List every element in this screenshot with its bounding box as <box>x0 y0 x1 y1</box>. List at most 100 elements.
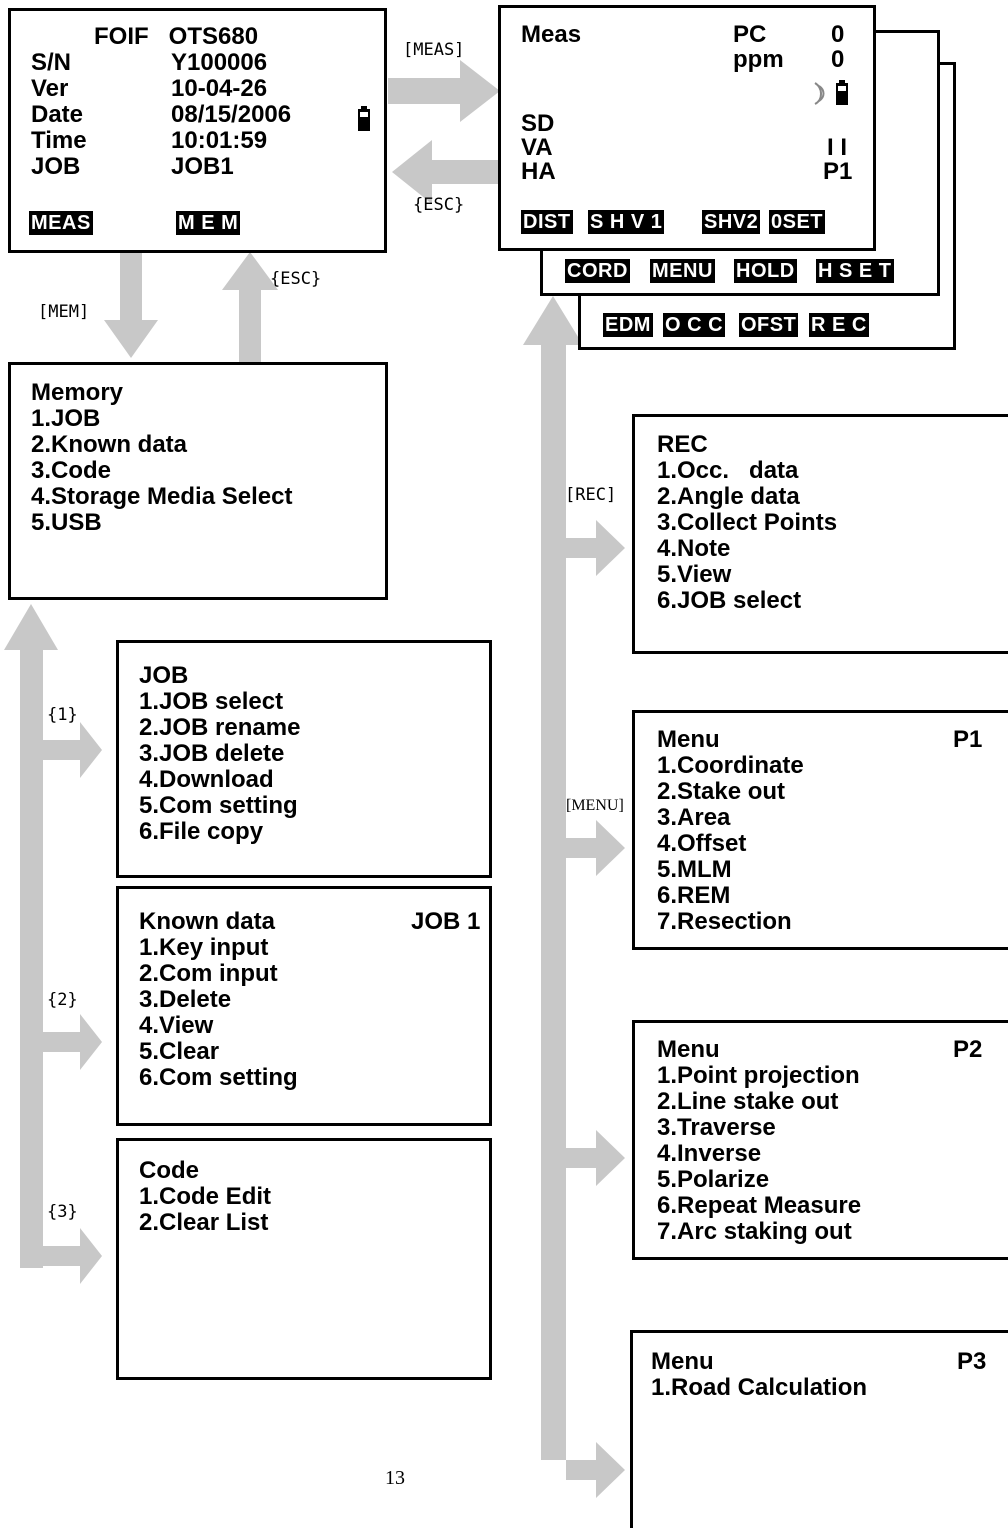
code-item-clear-list[interactable]: 2.Clear List <box>139 1209 269 1236</box>
sd-label: SD <box>521 110 555 137</box>
page-number: 13 <box>385 1467 405 1489</box>
arrow-left-vertical <box>4 604 58 1268</box>
menu-item-resection[interactable]: 7.Resection <box>657 908 792 935</box>
menu-item-line-stake-out[interactable]: 2.Line stake out <box>657 1088 839 1115</box>
arrow-branch-menu3 <box>566 1442 625 1498</box>
memory-item-known-data[interactable]: 2.Known data <box>31 431 188 458</box>
meas-page-indicator: P1 <box>823 158 853 185</box>
menu-item-rem[interactable]: 6.REM <box>657 882 731 909</box>
hset-key[interactable]: H S E T <box>816 259 894 283</box>
occ-key[interactable]: O C C <box>663 313 726 337</box>
meas-screen: Meas PC 0 ppm 0 SD VA I I HA P1 DIST S H… <box>498 5 876 251</box>
arrow-branch-3 <box>43 1228 102 1284</box>
memory-item-job[interactable]: 1.JOB <box>31 405 101 432</box>
menu-item-traverse[interactable]: 3.Traverse <box>657 1114 776 1141</box>
va-label: VA <box>521 134 553 161</box>
label-meas: [MEAS] <box>403 40 465 60</box>
known-item-delete[interactable]: 3.Delete <box>139 986 232 1013</box>
label-2: {2} <box>47 990 78 1010</box>
job-screen: JOB 1.JOB select 2.JOB rename 3.JOB dele… <box>116 640 492 878</box>
job-item-delete[interactable]: 3.JOB delete <box>139 740 285 767</box>
menu-item-offset[interactable]: 4.Offset <box>657 830 747 857</box>
memory-item-storage[interactable]: 4.Storage Media Select <box>31 483 293 510</box>
arrow-branch-menu2 <box>566 1130 625 1186</box>
known-item-clear[interactable]: 5.Clear <box>139 1038 220 1065</box>
job-item-rename[interactable]: 2.JOB rename <box>139 714 301 741</box>
menu-p1-title: Menu <box>657 726 720 753</box>
shv1-key[interactable]: S H V 1 <box>588 210 665 234</box>
label-esc-up: {ESC} <box>270 269 322 289</box>
memory-item-code[interactable]: 3.Code <box>31 457 112 484</box>
known-item-com-input[interactable]: 2.Com input <box>139 960 278 987</box>
menu-p3-page: P3 <box>957 1348 987 1375</box>
label-rec: [REC] <box>565 485 617 505</box>
job-item-download[interactable]: 4.Download <box>139 766 274 793</box>
arrow-branch-2 <box>43 1014 102 1070</box>
menu-item-inverse[interactable]: 4.Inverse <box>657 1140 762 1167</box>
rec-key[interactable]: R E C <box>809 313 869 337</box>
label-mem: [MEM] <box>38 302 90 322</box>
menu-item-road-calculation[interactable]: 1.Road Calculation <box>651 1374 868 1401</box>
memory-item-usb[interactable]: 5.USB <box>31 509 102 536</box>
menu-item-polarize[interactable]: 5.Polarize <box>657 1166 770 1193</box>
hold-key[interactable]: HOLD <box>734 259 797 283</box>
arrow-right-vertical <box>523 296 583 1460</box>
menu-key[interactable]: MENU <box>650 259 715 283</box>
dist-key[interactable]: DIST <box>521 210 573 234</box>
start-job-key: JOB <box>31 153 81 180</box>
rec-item-job-select[interactable]: 6.JOB select <box>657 587 802 614</box>
arrow-branch-rec <box>566 520 625 576</box>
menu-item-point-projection[interactable]: 1.Point projection <box>657 1062 860 1089</box>
start-screen: FOIF OTS680 S/N Y100006 Ver 10-04-26 Dat… <box>8 8 387 253</box>
mem-key[interactable]: M E M <box>176 211 241 235</box>
pc-label: PC <box>733 21 767 48</box>
signal-icon <box>814 80 848 105</box>
job-item-com-setting[interactable]: 5.Com setting <box>139 792 298 819</box>
cord-key[interactable]: CORD <box>565 259 630 283</box>
known-item-key-input[interactable]: 1.Key input <box>139 934 269 961</box>
menu-item-arc-staking-out[interactable]: 7.Arc staking out <box>657 1218 852 1245</box>
code-title: Code <box>139 1157 199 1184</box>
code-screen: Code 1.Code Edit 2.Clear List <box>116 1138 492 1380</box>
job-item-select[interactable]: 1.JOB select <box>139 688 284 715</box>
job-item-file-copy[interactable]: 6.File copy <box>139 818 264 845</box>
rec-item-note[interactable]: 4.Note <box>657 535 731 562</box>
shv2-key[interactable]: SHV2 <box>702 210 761 234</box>
known-item-view[interactable]: 4.View <box>139 1012 214 1039</box>
arrow-meas <box>388 60 500 122</box>
rec-title: REC <box>657 431 708 458</box>
arrow-mem-down <box>104 253 158 358</box>
rec-item-view[interactable]: 5.View <box>657 561 732 588</box>
menu-p1-page: P1 <box>953 726 983 753</box>
start-title: FOIF OTS680 <box>94 23 259 50</box>
arrow-esc-up <box>222 252 278 362</box>
label-menu: [MENU] <box>566 797 624 814</box>
menu-item-area[interactable]: 3.Area <box>657 804 731 831</box>
label-3: {3} <box>47 1202 78 1222</box>
code-item-edit[interactable]: 1.Code Edit <box>139 1183 272 1210</box>
known-item-com-setting[interactable]: 6.Com setting <box>139 1064 298 1091</box>
0set-key[interactable]: 0SET <box>769 210 826 234</box>
ppm-label: ppm <box>733 46 784 73</box>
start-sn-value: Y100006 <box>171 49 268 76</box>
arrow-branch-1 <box>43 722 102 778</box>
edm-key[interactable]: EDM <box>603 313 653 337</box>
arrow-esc-top <box>392 140 500 204</box>
start-time-value: 10:01:59 <box>171 127 268 154</box>
va-value: I I <box>827 134 848 161</box>
rec-item-angle-data[interactable]: 2.Angle data <box>657 483 800 510</box>
ofst-key[interactable]: OFST <box>739 313 799 337</box>
pc-value: 0 <box>831 21 845 48</box>
rec-item-collect-points[interactable]: 3.Collect Points <box>657 509 838 536</box>
menu-item-stake-out[interactable]: 2.Stake out <box>657 778 786 805</box>
label-1: {1} <box>47 705 78 725</box>
start-ver-value: 10-04-26 <box>171 75 268 102</box>
menu-item-repeat-measure[interactable]: 6.Repeat Measure <box>657 1192 862 1219</box>
menu-item-coordinate[interactable]: 1.Coordinate <box>657 752 804 779</box>
menu-item-mlm[interactable]: 5.MLM <box>657 856 732 883</box>
menu-p3-title: Menu <box>651 1348 714 1375</box>
menu-p3-screen: P3 Menu 1.Road Calculation <box>630 1330 1008 1528</box>
rec-item-occ-data[interactable]: 1.Occ. data <box>657 457 799 484</box>
meas-key[interactable]: MEAS <box>29 211 93 235</box>
